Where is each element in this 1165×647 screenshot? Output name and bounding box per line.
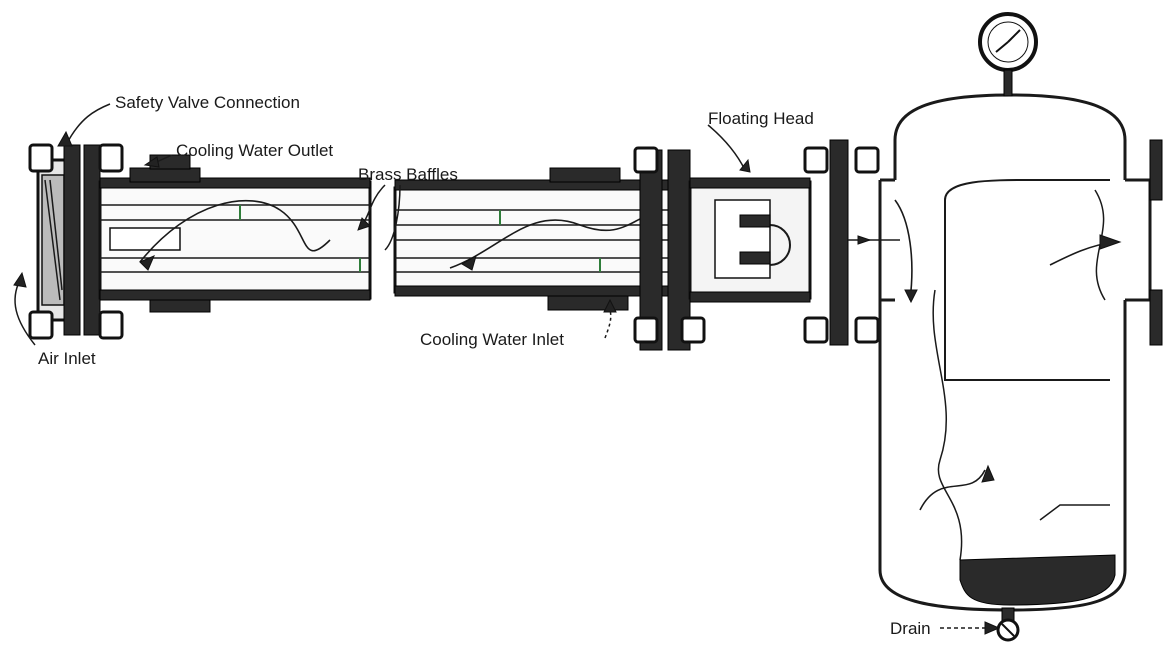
- label-cooling-water-inlet: Cooling Water Inlet: [420, 330, 564, 349]
- left-shell-section: [98, 154, 372, 313]
- separator-vessel: [878, 93, 1163, 612]
- label-floating-head: Floating Head: [708, 109, 814, 128]
- callout-leaders: [13, 103, 1001, 635]
- label-air-inlet: Air Inlet: [38, 349, 96, 368]
- floating-head: [688, 139, 900, 346]
- label-cooling-water-outlet: Cooling Water Outlet: [176, 141, 333, 160]
- diagram-labels: Safety Valve Connection Cooling Water Ou…: [38, 93, 931, 638]
- middle-shell-section: [393, 146, 706, 351]
- label-safety-valve-connection: Safety Valve Connection: [115, 93, 300, 112]
- label-drain: Drain: [890, 619, 931, 638]
- inlet-flange-bolts: [28, 143, 124, 340]
- inlet-bonnet: [36, 144, 101, 336]
- drain-valve-icon: [996, 607, 1020, 642]
- label-brass-baffles: Brass Baffles: [358, 165, 458, 184]
- pressure-gauge-icon: [978, 12, 1038, 97]
